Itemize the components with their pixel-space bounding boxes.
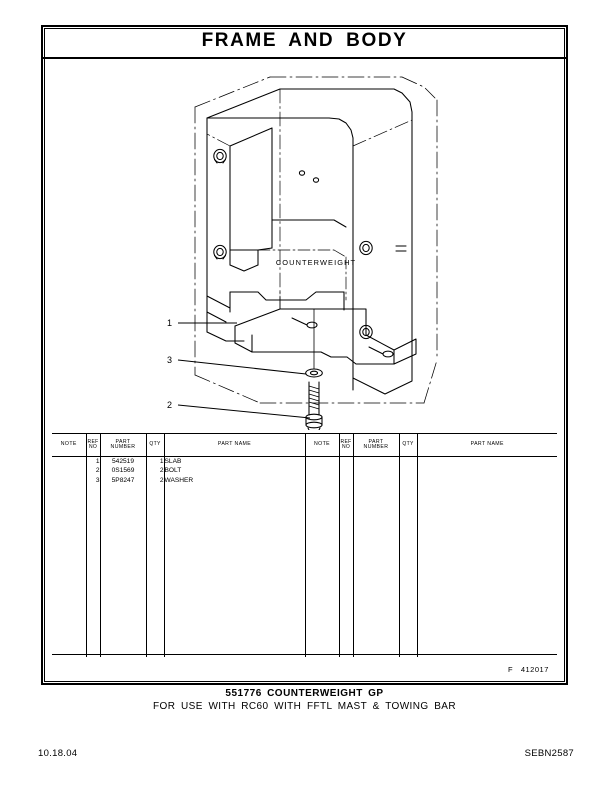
cell-ref-no-left: 1 2 3 <box>85 456 100 657</box>
counterweight-drawing-label: COUNTERWEIGHT <box>276 258 356 267</box>
exploded-view-illustration: COUNTERWEIGHT 1 3 2 <box>44 60 565 430</box>
cell-part-name-right <box>416 456 557 657</box>
cell-qty-right <box>398 456 417 657</box>
cell-qty-left: 1 2 2 <box>145 456 164 657</box>
qty-row2: 2 <box>159 467 164 475</box>
col-header-ref-line2-r: NO <box>341 444 351 450</box>
qty-row3: 2 <box>159 476 164 484</box>
part-name-row1: SLAB <box>164 458 182 465</box>
counterweight-assembly-drawing: COUNTERWEIGHT 1 3 2 <box>167 76 438 430</box>
caption-subtitle: FOR USE WITH RC60 WITH FFTL MAST & TOWIN… <box>153 701 456 712</box>
col-header-partnum-line2: NUMBER <box>110 444 136 450</box>
footer-date: 10.18.04 <box>38 748 78 759</box>
cell-note-right <box>304 456 339 657</box>
col-header-part-name-right: PART NAME <box>416 433 557 457</box>
col-header-part-number-left: PART NUMBER <box>99 433 146 457</box>
col-header-partnum-line1-r: PART <box>368 438 384 445</box>
cell-note-left <box>52 457 86 658</box>
figure-caption: 551776 COUNTERWEIGHT GP FOR USE WITH RC6… <box>41 688 568 712</box>
footer-document-code: SEBN2587 <box>524 748 574 759</box>
col-header-ref-no-right: REF NO <box>338 433 353 457</box>
parts-table-header-row: NOTE REF NO PART NUMBER QTY PART NAME NO… <box>52 433 557 457</box>
part-name-row2: BOLT <box>164 467 182 475</box>
col-header-ref-line1: REF <box>87 438 99 445</box>
callout-number-2: 2 <box>167 400 172 410</box>
parts-list-table: NOTE REF NO PART NUMBER QTY PART NAME NO… <box>52 433 557 657</box>
table-columns-bottom-rule <box>52 654 557 655</box>
drawing-reference-code: F 412017 <box>508 665 549 674</box>
page-title-bar: FRAME AND BODY <box>41 25 568 59</box>
page-title: FRAME AND BODY <box>201 30 408 51</box>
parts-table-body-row: 1 2 3 542519 0S1569 5P8247 1 2 2 SLAB BO… <box>52 456 557 658</box>
col-header-partnum-line1: PART <box>115 438 131 445</box>
ref-no-row2: 2 <box>95 467 100 475</box>
part-number-row3: 5P8247 <box>111 476 135 484</box>
col-header-part-name-left: PART NAME <box>163 433 305 457</box>
parts-table-element: NOTE REF NO PART NUMBER QTY PART NAME NO… <box>52 433 557 657</box>
cell-part-number-right <box>352 456 399 657</box>
col-header-partnum-line2-r: NUMBER <box>363 444 389 450</box>
col-header-qty-right: QTY <box>398 433 417 457</box>
col-header-ref-no-left: REF NO <box>85 433 100 457</box>
qty-row1: 1 <box>159 458 164 465</box>
col-header-note-left: NOTE <box>52 433 86 457</box>
cell-part-name-left: SLAB BOLT WASHER <box>163 456 305 657</box>
part-number-row1: 542519 <box>111 458 134 465</box>
page-border-frame <box>41 25 568 685</box>
callout-number-1: 1 <box>167 318 172 328</box>
part-name-row3: WASHER <box>164 476 194 484</box>
cell-ref-no-right <box>338 456 353 657</box>
ref-no-row3: 3 <box>95 476 100 484</box>
callout-number-3: 3 <box>167 355 172 365</box>
col-header-note-right: NOTE <box>304 433 339 457</box>
ref-no-row1: 1 <box>95 458 100 465</box>
cell-part-number-left: 542519 0S1569 5P8247 <box>99 456 146 657</box>
col-header-part-number-right: PART NUMBER <box>352 433 399 457</box>
col-header-ref-line2: NO <box>88 444 98 450</box>
col-header-qty-left: QTY <box>145 433 164 457</box>
part-number-row2: 0S1569 <box>111 467 135 475</box>
caption-title: 551776 COUNTERWEIGHT GP <box>225 688 384 699</box>
col-header-ref-line1-r: REF <box>340 438 352 445</box>
